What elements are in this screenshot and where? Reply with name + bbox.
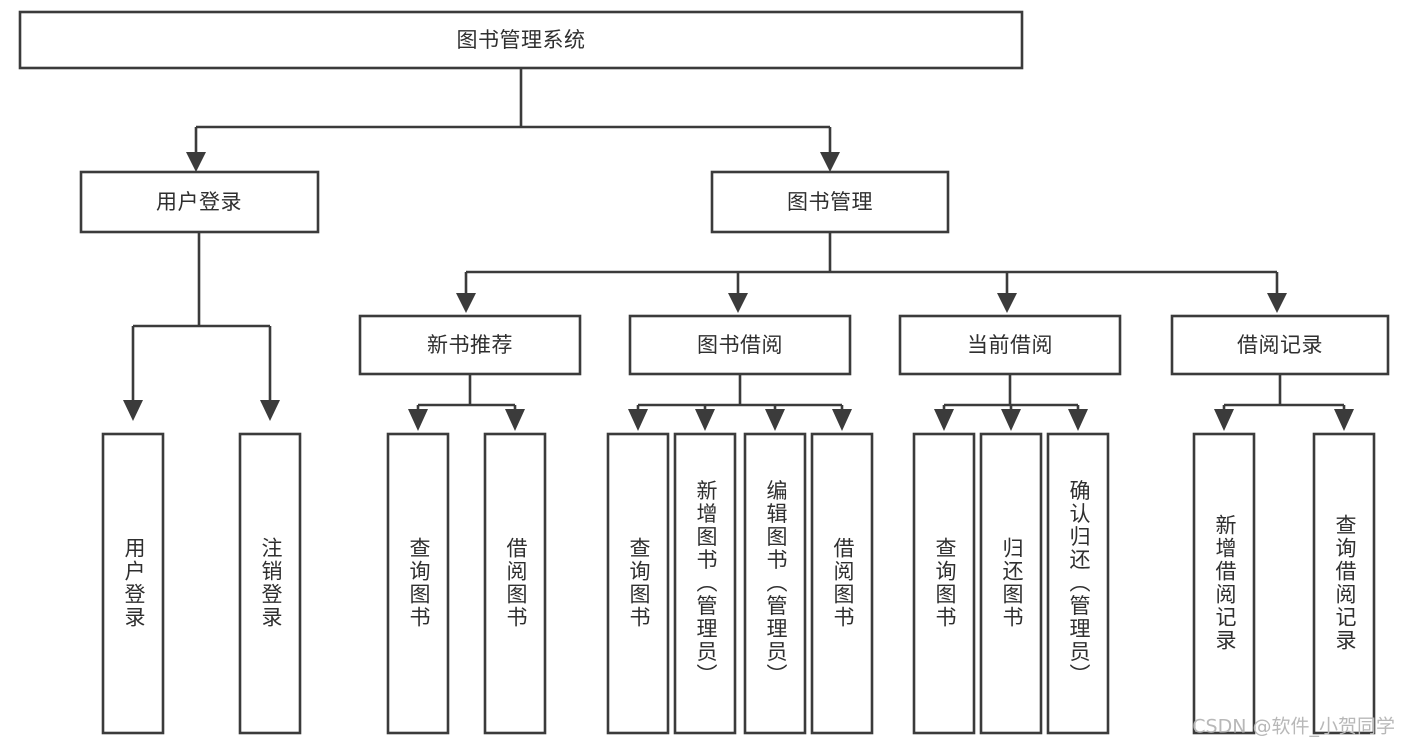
edges-borrow-record-to-leaves xyxy=(1214,375,1354,431)
leaf-new-book-borrow[interactable]: 借阅图书 xyxy=(483,432,547,735)
arrow-head-icon xyxy=(186,152,206,172)
leaf-user-login-signin[interactable]: 用户登录 xyxy=(101,432,165,735)
leaf-new-book-query[interactable]: 查询图书 xyxy=(386,432,450,735)
node-box[interactable] xyxy=(710,170,950,234)
node-box[interactable] xyxy=(628,314,852,376)
edges-user-login-to-leaves xyxy=(123,232,280,421)
node-box[interactable] xyxy=(673,432,737,735)
leaf-borrow-record-add[interactable]: 新增借阅记录 xyxy=(1192,432,1256,735)
arrow-head-icon xyxy=(695,409,715,431)
leaf-label: 归还图书 xyxy=(1000,537,1024,629)
arrow-head-icon xyxy=(260,400,280,421)
node-root-book-management-system[interactable]: 图书管理系统 xyxy=(18,10,1024,70)
node-box[interactable] xyxy=(979,432,1043,735)
leaf-label: 注销登录 xyxy=(259,537,283,629)
arrow-head-icon xyxy=(765,409,785,431)
edges-root-to-level2 xyxy=(186,68,840,172)
leaf-current-borrow-return[interactable]: 归还图书 xyxy=(979,432,1043,735)
arrow-head-icon xyxy=(1001,409,1021,431)
leaf-label: 用户登录 xyxy=(122,537,146,629)
node-box[interactable] xyxy=(912,432,976,735)
leaf-book-borrow-lend[interactable]: 借阅图书 xyxy=(810,432,874,735)
leaf-label: 查询图书 xyxy=(407,537,431,629)
node-label: 用户登录 xyxy=(156,190,242,214)
leaf-book-borrow-add[interactable]: 新增图书（管理员） xyxy=(673,432,737,735)
node-box[interactable] xyxy=(1170,314,1390,376)
node-label: 借阅记录 xyxy=(1237,333,1323,357)
edges-new-book-to-leaves xyxy=(408,375,525,431)
arrow-head-icon xyxy=(1334,409,1354,431)
arrow-head-icon xyxy=(505,409,525,431)
leaf-label: 确认归还（管理员） xyxy=(1067,480,1091,687)
leaf-label: 借阅图书 xyxy=(504,537,528,629)
arrow-head-icon xyxy=(832,409,852,431)
node-box[interactable] xyxy=(483,432,547,735)
node-box[interactable] xyxy=(18,10,1024,70)
arrow-head-icon xyxy=(1068,409,1088,431)
node-box[interactable] xyxy=(101,432,165,735)
node-user-login[interactable]: 用户登录 xyxy=(79,170,320,234)
node-borrow-record[interactable]: 借阅记录 xyxy=(1170,314,1390,376)
arrow-head-icon xyxy=(408,409,428,431)
node-label: 图书借阅 xyxy=(697,333,783,357)
leaf-label: 新增借阅记录 xyxy=(1213,514,1237,652)
leaf-user-login-signout[interactable]: 注销登录 xyxy=(238,432,302,735)
node-box[interactable] xyxy=(1046,432,1110,735)
edges-book-borrow-to-leaves xyxy=(628,375,852,431)
arrow-head-icon xyxy=(934,409,954,431)
node-current-borrow[interactable]: 当前借阅 xyxy=(898,314,1122,376)
node-book-management[interactable]: 图书管理 xyxy=(710,170,950,234)
leaf-current-borrow-confirm[interactable]: 确认归还（管理员） xyxy=(1046,432,1110,735)
leaf-label: 查询借阅记录 xyxy=(1333,514,1357,652)
edges-book-mgmt-to-level3 xyxy=(456,232,1287,313)
arrow-head-icon xyxy=(820,152,840,172)
node-box[interactable] xyxy=(1312,432,1376,735)
node-label: 图书管理 xyxy=(787,190,873,214)
node-box[interactable] xyxy=(810,432,874,735)
arrow-head-icon xyxy=(997,293,1017,313)
node-label: 图书管理系统 xyxy=(457,28,586,52)
node-box[interactable] xyxy=(898,314,1122,376)
arrow-head-icon xyxy=(123,400,143,421)
node-box[interactable] xyxy=(358,314,582,376)
node-box[interactable] xyxy=(606,432,670,735)
node-box[interactable] xyxy=(238,432,302,735)
node-book-borrow[interactable]: 图书借阅 xyxy=(628,314,852,376)
edges-current-borrow-to-leaves xyxy=(934,375,1088,431)
node-box[interactable] xyxy=(743,432,807,735)
arrow-head-icon xyxy=(1267,293,1287,313)
node-box[interactable] xyxy=(79,170,320,234)
arrow-head-icon xyxy=(728,293,748,313)
arrow-head-icon xyxy=(456,293,476,313)
node-new-book-recommend[interactable]: 新书推荐 xyxy=(358,314,582,376)
leaf-borrow-record-query[interactable]: 查询借阅记录 xyxy=(1312,432,1376,735)
leaf-current-borrow-query[interactable]: 查询图书 xyxy=(912,432,976,735)
arrow-head-icon xyxy=(628,409,648,431)
leaf-label: 编辑图书（管理员） xyxy=(764,480,788,687)
leaf-label: 查询图书 xyxy=(627,537,651,629)
node-box[interactable] xyxy=(1192,432,1256,735)
watermark: CSDN @软件_小贺同学 xyxy=(1192,716,1395,738)
leaf-label: 借阅图书 xyxy=(831,537,855,629)
leaf-label: 查询图书 xyxy=(933,537,957,629)
node-box[interactable] xyxy=(386,432,450,735)
arrow-head-icon xyxy=(1214,409,1234,431)
leaf-book-borrow-query[interactable]: 查询图书 xyxy=(606,432,670,735)
node-label: 当前借阅 xyxy=(967,333,1053,357)
node-label: 新书推荐 xyxy=(427,333,513,357)
leaf-label: 新增图书（管理员） xyxy=(694,480,718,687)
leaf-book-borrow-edit[interactable]: 编辑图书（管理员） xyxy=(743,432,807,735)
